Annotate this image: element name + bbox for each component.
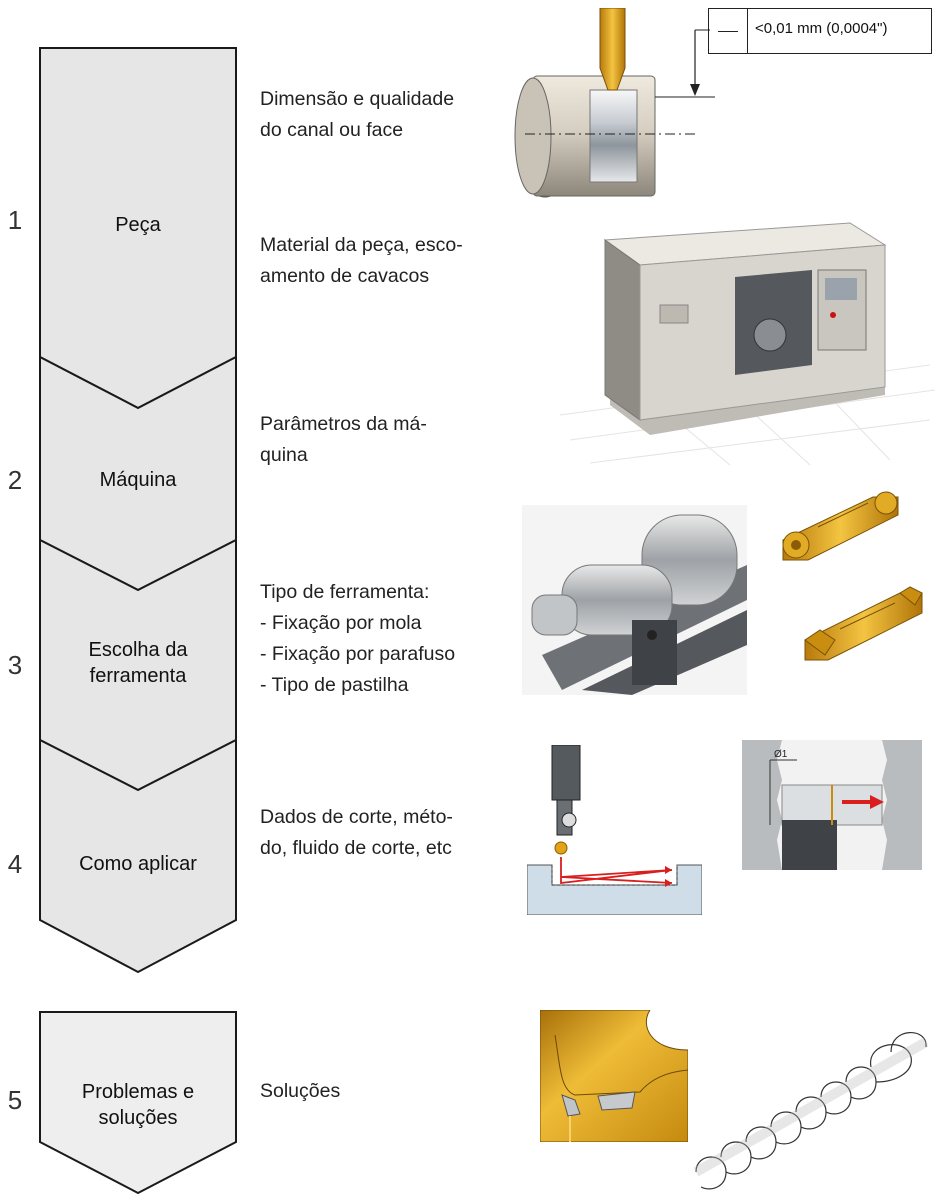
plunge-turning-method-icon [527, 745, 702, 915]
description-line: Material da peça, esco- [260, 234, 463, 256]
description-line: quina [260, 444, 308, 466]
description-machine-parameters: Parâmetros da má- quina [260, 409, 510, 471]
stage-number-2: 2 [7, 465, 23, 495]
tolerance-value: <0,01 mm (0,0004") [755, 20, 888, 37]
stage-label-how-to-apply: Como aplicar [79, 853, 197, 875]
stage-label-workpiece: Peça [115, 214, 161, 236]
grooving-tool-on-workpiece-icon [514, 8, 715, 198]
stage-label-line: soluções [98, 1107, 178, 1129]
chip-spiral-icon [693, 1032, 929, 1190]
description-line: Tipo de ferramenta: [260, 581, 430, 603]
cnc-lathe-machine-icon [559, 222, 936, 466]
stage-label-tool-choice: Escolha da ferramenta [40, 637, 236, 689]
stage-number-3: 3 [7, 650, 23, 680]
flow-stage-5-shape [39, 1011, 237, 1195]
description-material-chips: Material da peça, esco- amento de cavaco… [260, 230, 510, 292]
screw-clamp-insert-icon [804, 586, 923, 661]
stage-number-5: 5 [7, 1085, 23, 1115]
stage-number-1: 1 [7, 205, 23, 235]
flow-stage-4-shape [39, 738, 237, 974]
internal-grooving-icon: Ø1 [742, 740, 922, 870]
description-line: do, fluido de corte, etc [260, 837, 452, 859]
description-line: - Fixação por mola [260, 612, 422, 634]
stage-label-line: Escolha da [88, 639, 188, 661]
description-dimension-quality: Dimensão e qualidade do canal ou face [260, 84, 510, 146]
description-solutions: Soluções [260, 1076, 510, 1107]
description-tool-type: Tipo de ferramenta: - Fixação por mola -… [260, 577, 510, 701]
insert-edge-wear-icon [540, 1010, 688, 1142]
stage-label-line: ferramenta [89, 665, 187, 687]
diameter-label: Ø1 [774, 749, 788, 760]
tool-holder-setup-icon [522, 505, 747, 695]
description-line: amento de cavacos [260, 265, 430, 287]
description-cutting-data: Dados de corte, méto- do, fluido de cort… [260, 802, 510, 864]
description-line: Soluções [260, 1080, 341, 1102]
stage-label-line: Problemas e [81, 1081, 195, 1103]
description-line: Dimensão e qualidade [260, 88, 455, 110]
description-line: - Fixação por parafuso [260, 643, 456, 665]
spring-clamp-insert-icon [782, 491, 899, 561]
description-line: do canal ou face [260, 119, 404, 141]
description-line: - Tipo de pastilha [260, 674, 409, 696]
stage-number-4: 4 [7, 849, 23, 879]
tolerance-frame: <0,01 mm (0,0004") [708, 8, 932, 54]
description-line: Parâmetros da má- [260, 413, 427, 435]
description-line: Dados de corte, méto- [260, 806, 453, 828]
stage-label-machine: Máquina [99, 469, 177, 491]
flatness-symbol-icon [709, 9, 748, 53]
stage-label-troubleshooting: Problemas e soluções [40, 1079, 236, 1131]
